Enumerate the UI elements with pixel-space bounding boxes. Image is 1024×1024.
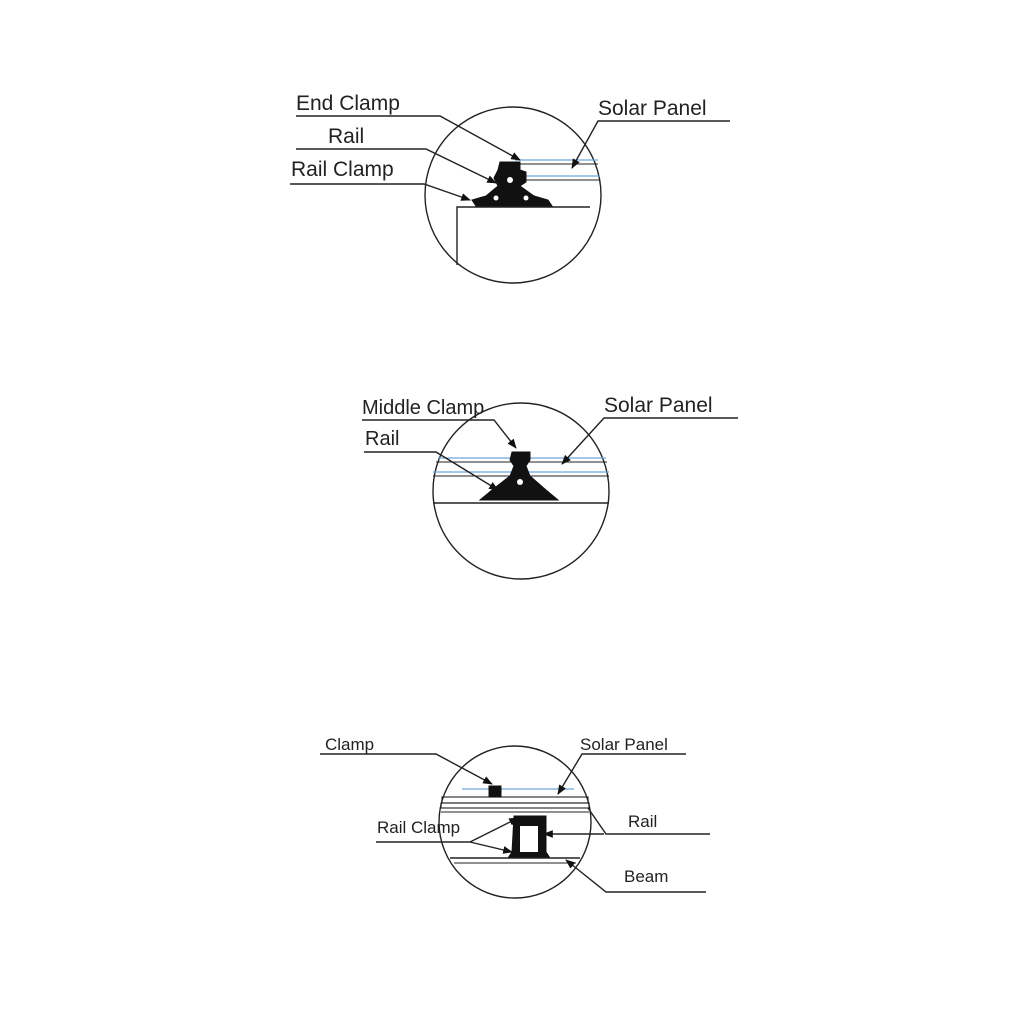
rail-clamp-hole-right (523, 195, 529, 201)
rail-leader (296, 148, 497, 184)
rail-leader-right (587, 807, 710, 835)
beam-leader (565, 859, 706, 893)
end-clamp-detail: End Clamp Rail Rail Clamp Solar Panel (290, 92, 730, 284)
panel-frame-top (441, 796, 589, 804)
bolt-hole (517, 479, 523, 485)
middle-clamp-leader (362, 419, 517, 449)
clamp-leader (320, 753, 493, 785)
rail-label: Rail (628, 812, 657, 831)
solar-panel-leader (557, 753, 686, 795)
rail-clamp-leader (290, 183, 471, 201)
rail-clamp-label: Rail Clamp (291, 158, 394, 181)
end-clamp-leader (296, 115, 521, 161)
top-clamp (488, 785, 502, 798)
rail-clamp-leader-lower (469, 841, 513, 854)
clamp-label: Clamp (325, 735, 374, 754)
solar-panel-leader (561, 417, 738, 465)
rail-label: Rail (328, 125, 364, 148)
rail-hollow (520, 826, 538, 852)
middle-clamp-label: Middle Clamp (362, 397, 484, 419)
rail-clamp-label: Rail Clamp (377, 818, 460, 837)
solar-panel-leader (571, 120, 730, 169)
solar-panel-label: Solar Panel (580, 735, 668, 754)
detail-circle (424, 106, 602, 284)
middle-clamp-detail: Middle Clamp Rail Solar Panel (362, 394, 738, 580)
end-clamp-label: End Clamp (296, 92, 400, 115)
rail-leader (364, 451, 499, 491)
detail-circle (432, 402, 610, 580)
clamp-beam-detail: Clamp Solar Panel Rail Clamp Rail Beam (320, 735, 710, 899)
beam-outline (456, 206, 590, 265)
detail-circle (438, 745, 592, 899)
beam-label: Beam (624, 867, 668, 886)
end-clamp-body (471, 161, 553, 207)
solar-panel-label: Solar Panel (604, 394, 713, 417)
middle-clamp-body (478, 451, 560, 501)
bolt-hole (507, 177, 513, 183)
rail-label: Rail (365, 428, 399, 450)
solar-panel-label: Solar Panel (598, 97, 707, 120)
rail-clamp-hole-left (493, 195, 499, 201)
panel-frame-middle (440, 802, 590, 809)
